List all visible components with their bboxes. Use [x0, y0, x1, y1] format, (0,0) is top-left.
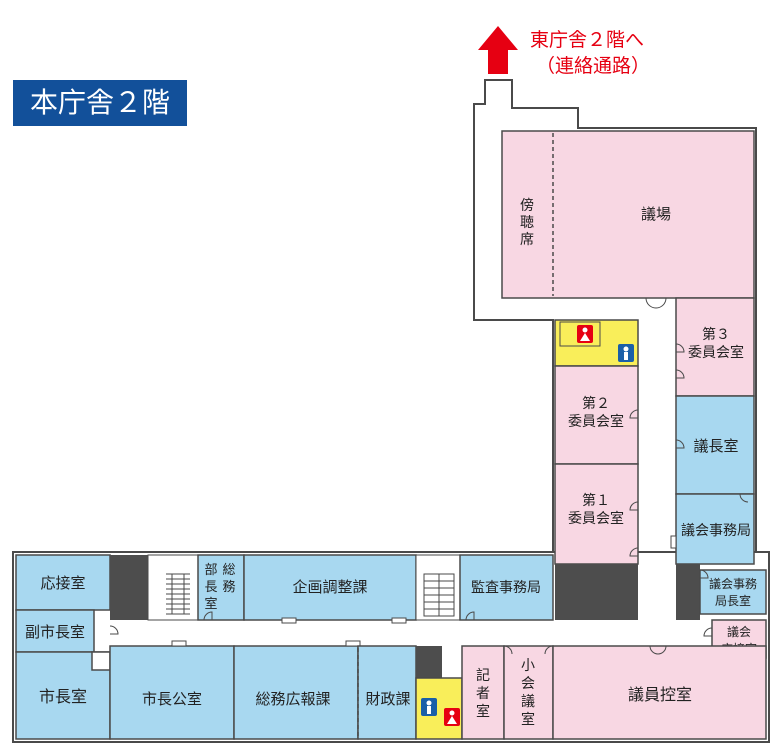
floor-title-badge [13, 80, 187, 126]
so-c1: 総 [222, 563, 235, 578]
door-swing-icon [699, 569, 709, 579]
up-arrow-icon [478, 26, 518, 74]
bu-c2: 長 [204, 580, 217, 595]
door-swing-icon [629, 501, 639, 511]
door-swing-icon [657, 645, 667, 655]
door-swing-icon [629, 547, 639, 557]
dark-block [416, 646, 442, 678]
sho-c2: 会 [521, 676, 535, 692]
dai3-line2: 委員会室 [688, 344, 744, 361]
sho-c1: 小 [521, 658, 535, 674]
dai2-line1: 第２ [582, 395, 610, 412]
kisha-room [461, 645, 505, 740]
window-mark [391, 617, 407, 624]
giin-hikae-room [552, 645, 767, 740]
bu-somu-room [197, 554, 245, 621]
shicho-label: 市長室 [39, 687, 87, 706]
door-swing-icon [203, 611, 213, 621]
link-note-line2: （連絡通路） [536, 55, 650, 77]
dai3-line1: 第３ [702, 326, 730, 343]
gijo-label: 議場 [641, 205, 671, 223]
fukushicho-label: 副市長室 [25, 623, 85, 641]
gichoshitsu-room [675, 395, 755, 495]
stairs-west [147, 554, 199, 621]
shicho-kou-room [109, 645, 235, 740]
osetsu-room [15, 554, 111, 611]
gikai-kyokucho-line1: 議会事務 [709, 577, 757, 591]
gikai-osetsu-line1: 議会 [727, 625, 751, 639]
shicho-kou-label: 市長公室 [142, 690, 202, 708]
dai2-line2: 委員会室 [568, 413, 624, 430]
dai1-line2: 委員会室 [568, 510, 624, 527]
fukushicho-room [15, 609, 95, 653]
bochoseki-c3: 席 [520, 232, 534, 248]
window-mark [171, 640, 187, 647]
gichoshitsu-label: 議長室 [693, 437, 738, 455]
door-swing-icon [503, 645, 513, 655]
window-mark [670, 535, 677, 549]
somu-koho-label: 総務広報課 [255, 690, 330, 708]
gikai-kyokucho-line2: 局長室 [715, 593, 751, 608]
dark-block [676, 564, 700, 620]
door-swing-icon [675, 343, 685, 353]
floor-title: 本庁舎２階 [30, 86, 170, 119]
gijo-room [501, 130, 755, 299]
zaisei-label: 財政課 [365, 690, 410, 708]
kisha-c3: 室 [476, 703, 490, 720]
door-swing-icon [739, 493, 749, 503]
door-swing-icon [675, 439, 685, 449]
kansa-room [459, 554, 554, 621]
kisha-c1: 記 [476, 667, 490, 684]
door-swing-icon [109, 625, 119, 635]
sho-c3: 議 [521, 693, 535, 710]
dai1-room [554, 463, 639, 565]
shicho-room-notch [91, 651, 111, 671]
bu-c1: 部 [204, 563, 217, 578]
dark-block [555, 564, 638, 620]
bu-c3: 室 [204, 596, 217, 612]
so-c2: 務 [222, 580, 235, 595]
dai1-line1: 第１ [582, 492, 610, 509]
stairs-icon [423, 573, 455, 617]
gikai-jimukyoku-label: 議会事務局 [681, 522, 751, 539]
door-swing-icon [629, 409, 639, 419]
door-swing-icon [645, 297, 657, 309]
giin-hikae-label: 議員控室 [628, 685, 692, 704]
gikai-jimukyoku-room [675, 493, 755, 565]
door-swing-icon [649, 645, 659, 655]
door-swing-icon [655, 297, 667, 309]
link-note-line1: 東庁舎２階へ [530, 29, 644, 51]
window-mark [281, 617, 297, 624]
door-swing-icon [703, 627, 713, 637]
bochoseki-c1: 傍 [520, 197, 534, 214]
bochoseki-c2: 聴 [520, 215, 534, 231]
dark-block [110, 555, 148, 620]
osetsu-label: 応接室 [40, 574, 85, 592]
sho-c4: 室 [521, 711, 535, 728]
kisha-c2: 者 [476, 686, 490, 702]
somu-koho-room [233, 645, 359, 740]
dai2-room [554, 365, 639, 465]
kansa-label: 監査事務局 [471, 579, 541, 596]
stairs-icon [166, 573, 190, 615]
kikaku-label: 企画調整課 [292, 578, 367, 596]
door-swing-icon [675, 369, 685, 379]
gikai-kyokucho-room [699, 569, 767, 615]
window-mark [345, 640, 361, 647]
door-swing-icon [465, 611, 475, 621]
